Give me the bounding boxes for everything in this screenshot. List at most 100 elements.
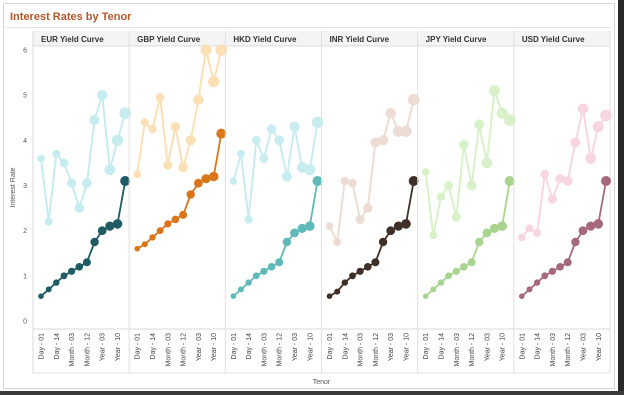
data-point-light xyxy=(577,103,589,114)
data-point-light xyxy=(111,134,124,146)
data-point-light xyxy=(170,122,181,132)
data-point-light xyxy=(44,217,53,226)
y-tick-label: 1 xyxy=(23,273,27,280)
data-point-light xyxy=(133,170,141,178)
panel-title: USD Yield Curve xyxy=(522,35,585,44)
x-tick-label: Year - 10 xyxy=(596,333,603,361)
data-point-dark xyxy=(134,245,140,252)
x-tick-label: Day - 14 xyxy=(438,333,445,360)
data-point-light xyxy=(229,177,238,185)
x-tick-label: Month - 12 xyxy=(373,333,380,367)
data-point-light xyxy=(370,137,381,148)
data-point-light xyxy=(104,164,116,176)
data-point-light xyxy=(244,215,253,224)
data-point-dark xyxy=(601,176,611,186)
data-point-dark xyxy=(356,267,364,275)
data-point-dark xyxy=(460,263,468,271)
x-tick-label: Year - 10 xyxy=(307,333,314,361)
data-point-light xyxy=(525,224,534,233)
x-tick-label: Year - 03 xyxy=(484,333,491,361)
data-point-dark xyxy=(60,272,68,280)
data-point-light xyxy=(274,135,285,146)
data-point-light xyxy=(89,114,100,126)
x-tick-label: Month - 12 xyxy=(277,333,284,367)
data-point-light xyxy=(52,149,61,159)
data-point-light xyxy=(148,124,157,134)
data-point-light xyxy=(474,119,485,130)
data-point-light xyxy=(518,233,526,242)
x-tick-label: Day - 01 xyxy=(327,333,334,360)
data-point-light xyxy=(400,125,412,137)
series-line-light xyxy=(328,99,415,243)
data-point-dark xyxy=(408,176,419,186)
x-tick-label: Month - 03 xyxy=(550,333,557,367)
data-point-light xyxy=(451,212,461,222)
data-point-dark xyxy=(201,174,211,184)
data-point-dark xyxy=(38,293,44,300)
data-point-light xyxy=(259,153,269,163)
data-point-light xyxy=(592,121,604,133)
data-point-dark xyxy=(164,220,172,228)
x-tick-label: Day - 14 xyxy=(246,333,253,360)
x-tick-label: Day - 01 xyxy=(519,333,526,360)
x-tick-label: Year - 10 xyxy=(500,333,507,361)
data-point-dark xyxy=(260,267,268,275)
panel-title: JPY Yield Curve xyxy=(426,35,487,44)
series-line-light xyxy=(40,94,127,223)
data-point-light xyxy=(429,231,438,240)
data-point-dark xyxy=(45,286,52,293)
data-point-dark xyxy=(156,227,164,235)
data-point-dark xyxy=(334,288,341,295)
data-point-dark xyxy=(364,263,372,271)
x-tick-label: Month - 03 xyxy=(165,333,172,367)
data-point-dark xyxy=(482,228,492,238)
series-line-dark xyxy=(521,180,607,297)
data-point-dark xyxy=(68,267,76,275)
data-point-light xyxy=(333,238,342,246)
data-point-light xyxy=(37,154,45,163)
data-point-light xyxy=(355,214,365,224)
x-tick-label: Month - 03 xyxy=(454,333,461,367)
data-point-dark xyxy=(556,263,564,271)
data-point-dark xyxy=(267,263,276,271)
data-point-light xyxy=(407,93,420,106)
data-point-light xyxy=(266,124,277,134)
data-point-light xyxy=(67,178,77,188)
data-point-light xyxy=(251,135,261,145)
x-tick-label: Year - 03 xyxy=(581,333,588,361)
data-point-light xyxy=(444,181,453,190)
data-point-light xyxy=(74,203,85,213)
panel-title: EUR Yield Curve xyxy=(41,35,104,44)
data-point-dark xyxy=(179,210,188,219)
x-tick-label: Month - 12 xyxy=(181,333,188,367)
data-point-dark xyxy=(349,272,356,280)
data-point-dark xyxy=(504,176,515,186)
data-point-dark xyxy=(230,293,237,300)
data-point-dark xyxy=(282,237,292,247)
data-point-dark xyxy=(216,128,227,139)
data-point-light xyxy=(304,164,316,176)
data-point-light xyxy=(119,107,131,119)
data-point-dark xyxy=(475,237,484,247)
data-point-light xyxy=(281,171,292,182)
data-point-dark xyxy=(467,258,476,267)
data-point-light xyxy=(237,149,245,158)
data-point-light xyxy=(178,162,188,173)
data-point-light xyxy=(82,178,92,189)
y-tick-label: 0 xyxy=(23,319,27,326)
data-point-dark xyxy=(401,219,411,229)
window-edge-bottom xyxy=(0,391,624,395)
data-point-light xyxy=(208,75,220,88)
x-axis-title: Tenor xyxy=(313,379,331,386)
data-point-light xyxy=(185,135,196,146)
chart-title: Interest Rates by Tenor xyxy=(10,11,132,23)
panel-title: INR Yield Curve xyxy=(330,35,390,44)
data-point-dark xyxy=(238,286,244,293)
data-point-light xyxy=(311,116,324,129)
data-point-dark xyxy=(586,221,596,231)
data-point-dark xyxy=(245,279,252,286)
data-point-dark xyxy=(593,219,604,229)
data-point-dark xyxy=(171,215,180,224)
data-point-light xyxy=(489,85,500,97)
